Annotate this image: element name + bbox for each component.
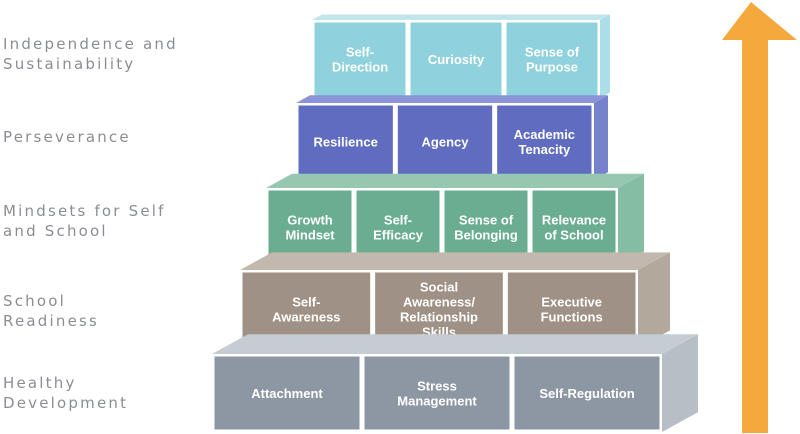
block-healthy-1 — [362, 354, 512, 432]
block-healthy-2 — [512, 354, 662, 432]
level-label-line: Mindsets for Self — [3, 202, 166, 220]
block-label-line: Direction — [332, 60, 388, 75]
level-label-perseverance: Perseverance — [3, 127, 213, 147]
layer-top-face — [266, 173, 644, 188]
block-label-independence-1: Curiosity — [428, 52, 485, 67]
block-label-line: Management — [397, 394, 477, 409]
block-independence-1 — [408, 20, 504, 98]
block-label-line: Awareness/ — [403, 295, 475, 310]
block-label-line: Self-Regulation — [539, 386, 634, 401]
layer-side-face — [662, 334, 698, 432]
layer-top-face — [212, 334, 698, 354]
block-label-line: Agency — [422, 135, 470, 150]
upward-arrow — [722, 2, 797, 433]
level-label-line: School — [3, 292, 66, 310]
block-label-line: Self- — [292, 295, 320, 310]
block-healthy-0 — [212, 354, 362, 432]
level-label-readiness: School Readiness — [3, 291, 213, 331]
block-label-line: Resilience — [314, 135, 378, 150]
layer-top-face — [240, 252, 670, 270]
level-label-line: Healthy — [3, 374, 77, 392]
level-label-line: Sustainability — [3, 55, 136, 73]
block-label-healthy-0: Attachment — [251, 386, 323, 401]
layer-top-face — [312, 14, 610, 20]
level-label-independence: Independence and Sustainability — [3, 34, 213, 74]
block-independence-0 — [312, 20, 408, 98]
block-readiness-1 — [373, 270, 505, 348]
level-label-line: Development — [3, 394, 129, 412]
block-label-readiness-0: Self-Awareness — [272, 295, 340, 325]
block-readiness-2 — [505, 270, 638, 348]
block-label-line: Functions — [541, 310, 603, 325]
block-label-line: of School — [544, 228, 603, 243]
layer-side-face — [594, 95, 608, 180]
block-label-line: Self- — [346, 45, 374, 60]
layer-top-face — [296, 95, 608, 103]
block-mindsets-3 — [530, 188, 618, 266]
level-label-healthy: Healthy Development — [3, 373, 213, 413]
level-label-line: Readiness — [3, 312, 100, 330]
block-label-line: Social — [420, 280, 458, 295]
block-independence-2 — [504, 20, 600, 98]
block-label-line: Self- — [384, 213, 412, 228]
block-label-line: Attachment — [251, 386, 323, 401]
layer-side-face — [618, 173, 644, 266]
level-label-line: Independence and — [3, 35, 178, 53]
block-label-line: Academic — [514, 127, 575, 142]
block-perseverance-1 — [395, 103, 495, 180]
layer-side-face — [638, 252, 670, 348]
block-label-healthy-2: Self-Regulation — [539, 386, 634, 401]
block-perseverance-0 — [296, 103, 395, 180]
block-label-line: Tenacity — [518, 142, 571, 157]
block-label-independence-0: Self-Direction — [332, 45, 388, 75]
block-mindsets-2 — [442, 188, 530, 266]
block-label-line: Mindset — [285, 228, 335, 243]
level-label-line: and School — [3, 222, 108, 240]
block-label-line: Efficacy — [373, 228, 424, 243]
layer-side-face — [600, 14, 610, 98]
block-label-line: Purpose — [526, 60, 578, 75]
level-label-line: Perseverance — [3, 128, 131, 146]
block-label-line: Sense of — [525, 45, 580, 60]
block-label-line: Growth — [287, 213, 333, 228]
block-label-line: Executive — [541, 295, 602, 310]
block-readiness-0 — [240, 270, 373, 348]
block-label-line: Belonging — [454, 228, 518, 243]
block-perseverance-2 — [495, 103, 594, 180]
block-label-line: Awareness — [272, 310, 340, 325]
block-label-line: Curiosity — [428, 52, 485, 67]
block-mindsets-0 — [266, 188, 354, 266]
level-label-mindsets: Mindsets for Self and School — [3, 201, 213, 241]
block-mindsets-1 — [354, 188, 442, 266]
block-label-mindsets-1: Self-Efficacy — [373, 213, 424, 243]
block-label-perseverance-0: Resilience — [314, 135, 378, 150]
block-label-line: Stress — [417, 379, 457, 394]
block-label-line: Relationship — [400, 310, 478, 325]
block-label-line: Relevance — [542, 213, 606, 228]
block-label-perseverance-1: Agency — [422, 135, 470, 150]
block-label-line: Sense of — [459, 213, 514, 228]
